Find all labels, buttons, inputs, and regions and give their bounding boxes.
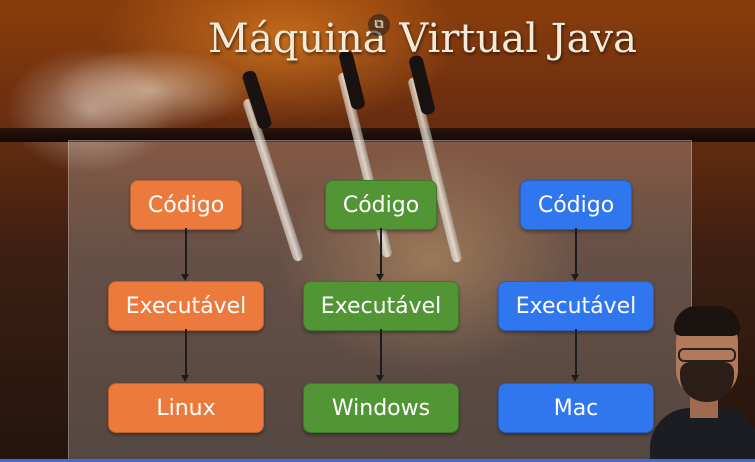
arrow-line: [185, 228, 187, 276]
code-box-mac: Código: [520, 180, 632, 230]
arrow-line: [575, 329, 577, 377]
os-box-windows: Windows: [303, 383, 459, 433]
popout-icon[interactable]: ⧉: [368, 14, 390, 36]
presenter-webcam: [636, 300, 755, 462]
arrow-head: [571, 274, 579, 281]
os-box-mac: Mac: [498, 383, 654, 433]
presenter-beard: [680, 362, 734, 402]
arrow-line: [185, 329, 187, 377]
arrow-head: [181, 274, 189, 281]
code-box-windows: Código: [325, 180, 437, 230]
slide-title: Máquina Virtual Java: [208, 16, 637, 62]
executable-box-linux: Executável: [108, 281, 264, 331]
arrow-head: [376, 375, 384, 382]
code-box-linux: Código: [130, 180, 242, 230]
executable-box-mac: Executável: [498, 281, 654, 331]
arrow-line: [575, 228, 577, 276]
executable-box-windows: Executável: [303, 281, 459, 331]
arrow-head: [376, 274, 384, 281]
arrow-line: [380, 329, 382, 377]
os-box-linux: Linux: [108, 383, 264, 433]
progress-bar: [0, 459, 755, 462]
shelf: [0, 128, 755, 142]
presenter-glasses: [678, 348, 736, 362]
arrow-head: [571, 375, 579, 382]
arrow-line: [380, 228, 382, 276]
presenter-hair: [674, 306, 740, 336]
arrow-head: [181, 375, 189, 382]
